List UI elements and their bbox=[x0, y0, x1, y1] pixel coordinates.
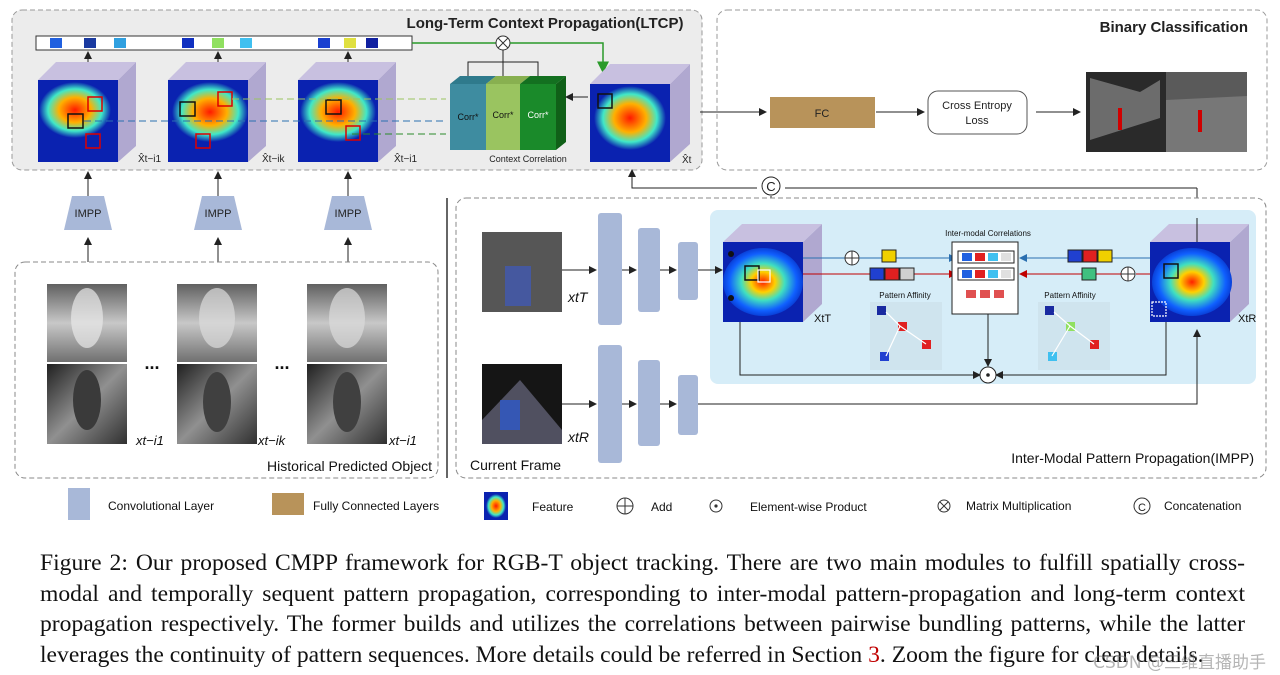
classification-result-image bbox=[1086, 72, 1247, 152]
section-reference-link[interactable]: 3 bbox=[868, 641, 880, 668]
thermal-feature-cube bbox=[723, 224, 822, 322]
conv-layers-thermal bbox=[562, 213, 723, 325]
current-frame-rgb bbox=[482, 364, 562, 444]
impp-history-blocks bbox=[64, 171, 372, 266]
corr-label-1: Corr* bbox=[457, 112, 478, 122]
impp-label-3: IMPP bbox=[335, 208, 362, 220]
pattern-affinity-left bbox=[870, 302, 942, 370]
impp-label-2: IMPP bbox=[205, 208, 232, 220]
context-correlation-block bbox=[450, 76, 566, 150]
impp-label-1: IMPP bbox=[75, 208, 102, 220]
legend-matmul: Matrix Multiplication bbox=[966, 499, 1071, 513]
svg-text:C: C bbox=[1138, 502, 1146, 514]
context-correlation-label: Context Correlation bbox=[489, 154, 567, 164]
history-dots-2: ... bbox=[274, 353, 289, 373]
feature-cube-1 bbox=[38, 62, 136, 162]
pattern-affinity-left-label: Pattern Affinity bbox=[879, 291, 930, 300]
concat-symbol bbox=[761, 176, 781, 196]
history-caption: Historical Predicted Object bbox=[267, 458, 432, 474]
legend-feature: Feature bbox=[532, 500, 574, 514]
feature-label-2: X̂t−ik bbox=[262, 151, 286, 165]
inter-modal-correlations-label: Inter-modal Correlations bbox=[945, 229, 1031, 238]
history-label-3: xt−i1 bbox=[388, 433, 417, 448]
history-label-2: xt−ik bbox=[257, 433, 287, 448]
caption-text-end: . Zoom the figure for clear details. bbox=[879, 641, 1204, 668]
pattern-affinity-right bbox=[1038, 302, 1110, 370]
caption-text: Figure 2: Our proposed CMPP framework fo… bbox=[40, 550, 1245, 668]
feature-cube-3 bbox=[298, 62, 396, 162]
pattern-vectors-left bbox=[869, 249, 915, 281]
legend-concat: Concatenation bbox=[1164, 499, 1241, 513]
legend-product: Element-wise Product bbox=[750, 500, 867, 514]
xt-rgb-label: xtR bbox=[567, 429, 589, 445]
cross-entropy-loss-box bbox=[927, 90, 1028, 135]
loss-line-2: Loss bbox=[965, 115, 989, 127]
concat-letter: C bbox=[766, 179, 775, 194]
loss-line-1: Cross Entropy bbox=[942, 100, 1012, 112]
corr-label-3: Corr* bbox=[527, 110, 548, 120]
current-feature-label: X̂t bbox=[682, 152, 692, 166]
binary-classification-title: Binary Classification bbox=[1100, 19, 1248, 36]
inter-modal-correlation-box bbox=[951, 241, 1019, 315]
feature-label-1: X̂t−i1 bbox=[138, 151, 162, 165]
current-frame-label: Current Frame bbox=[470, 457, 561, 473]
current-feature-cube bbox=[590, 64, 690, 162]
pattern-sequence-strip bbox=[35, 35, 413, 51]
XtR-label: XtR bbox=[1238, 313, 1256, 325]
figure-caption: Figure 2: Our proposed CMPP framework fo… bbox=[40, 548, 1245, 670]
ltcp-title: Long-Term Context Propagation(LTCP) bbox=[407, 15, 684, 32]
framework-diagram: Long-Term Context Propagation(LTCP) bbox=[11, 9, 1268, 520]
corr-label-2: Corr* bbox=[492, 110, 513, 120]
impp-title: Inter-Modal Pattern Propagation(IMPP) bbox=[1011, 450, 1254, 466]
fc-block bbox=[770, 97, 875, 128]
legend-fc: Fully Connected Layers bbox=[313, 499, 439, 513]
feature-cube-2 bbox=[168, 62, 266, 162]
XtT-label: XtT bbox=[814, 313, 831, 325]
watermark: CSDN @三维直播助手 bbox=[1093, 653, 1266, 673]
feature-label-3: X̂t−i1 bbox=[394, 151, 418, 165]
history-images bbox=[47, 284, 387, 444]
rgb-feature-cube bbox=[1150, 224, 1249, 322]
pattern-vectors-right bbox=[1067, 249, 1113, 281]
history-label-1: xt−i1 bbox=[135, 433, 164, 448]
conv-layers-rgb bbox=[562, 329, 1201, 463]
xt-thermal-label: xtT bbox=[567, 289, 589, 305]
current-frame-thermal bbox=[482, 232, 562, 312]
pattern-affinity-right-label: Pattern Affinity bbox=[1044, 291, 1095, 300]
legend: C bbox=[68, 488, 1151, 520]
fc-label: FC bbox=[815, 108, 830, 120]
legend-add: Add bbox=[651, 500, 672, 514]
legend-conv: Convolutional Layer bbox=[108, 499, 214, 513]
history-dots-1: ... bbox=[144, 353, 159, 373]
